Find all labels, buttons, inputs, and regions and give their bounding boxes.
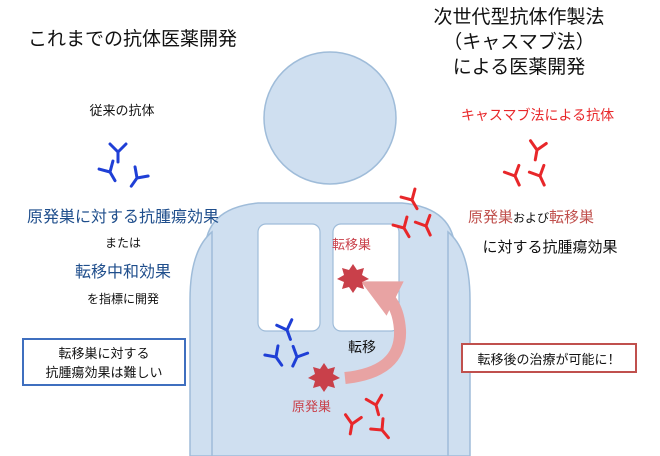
right-box-text: 転移後の治療が可能に！ [477, 352, 621, 368]
right-effect-line: 原発巣および転移巣 [468, 208, 594, 226]
conventional-antibody-icon [97, 142, 150, 193]
conventional-antibody-label: 従来の抗体 [89, 104, 155, 119]
right-and-text: および [513, 211, 550, 225]
left-effect-metastasis: 転移中和効果 [74, 262, 171, 281]
metastasis-arrow [344, 281, 407, 384]
right-title-line2: （キャスマブ法） [443, 31, 595, 53]
metastasis-tumor [337, 264, 369, 293]
right-title-line1: 次世代型抗体作製法 [433, 6, 605, 28]
transfer-label: 転移 [348, 340, 376, 356]
human-body-silhouette [189, 51, 471, 456]
left-indicator-text: を指標に開発 [86, 292, 159, 306]
right-conclusion-box: 転移後の治療が可能に！ [461, 343, 637, 373]
casmab-antibody-icon [502, 139, 553, 190]
body-torso [204, 202, 456, 456]
right-effect-metastasis: 転移巣 [549, 208, 595, 226]
metastasis-site-label: 転移巣 [332, 238, 372, 253]
left-or-text: または [104, 236, 141, 250]
right-effect-suffix: に対する抗腫瘍効果 [482, 238, 618, 256]
left-box-line2: 抗腫瘍効果は難しい [45, 366, 163, 381]
right-title-line3: による医薬開発 [452, 56, 586, 78]
primary-site-label: 原発巣 [292, 400, 332, 415]
body-head [263, 51, 397, 185]
left-title: これまでの抗体医薬開発 [28, 28, 238, 50]
left-conclusion-box: 転移巣に対する 抗腫瘍効果は難しい [22, 338, 186, 386]
primary-tumor [308, 363, 340, 392]
right-effect-primary: 原発巣 [468, 208, 514, 226]
body-left-arm [189, 230, 213, 456]
left-box-line1: 転移巣に対する [58, 347, 150, 362]
left-lung [257, 223, 321, 332]
body-right-arm [447, 230, 471, 456]
left-effect-primary: 原発巣に対する抗腫瘍効果 [26, 207, 219, 226]
casmab-antibody-label: キャスマブ法による抗体 [460, 108, 615, 124]
